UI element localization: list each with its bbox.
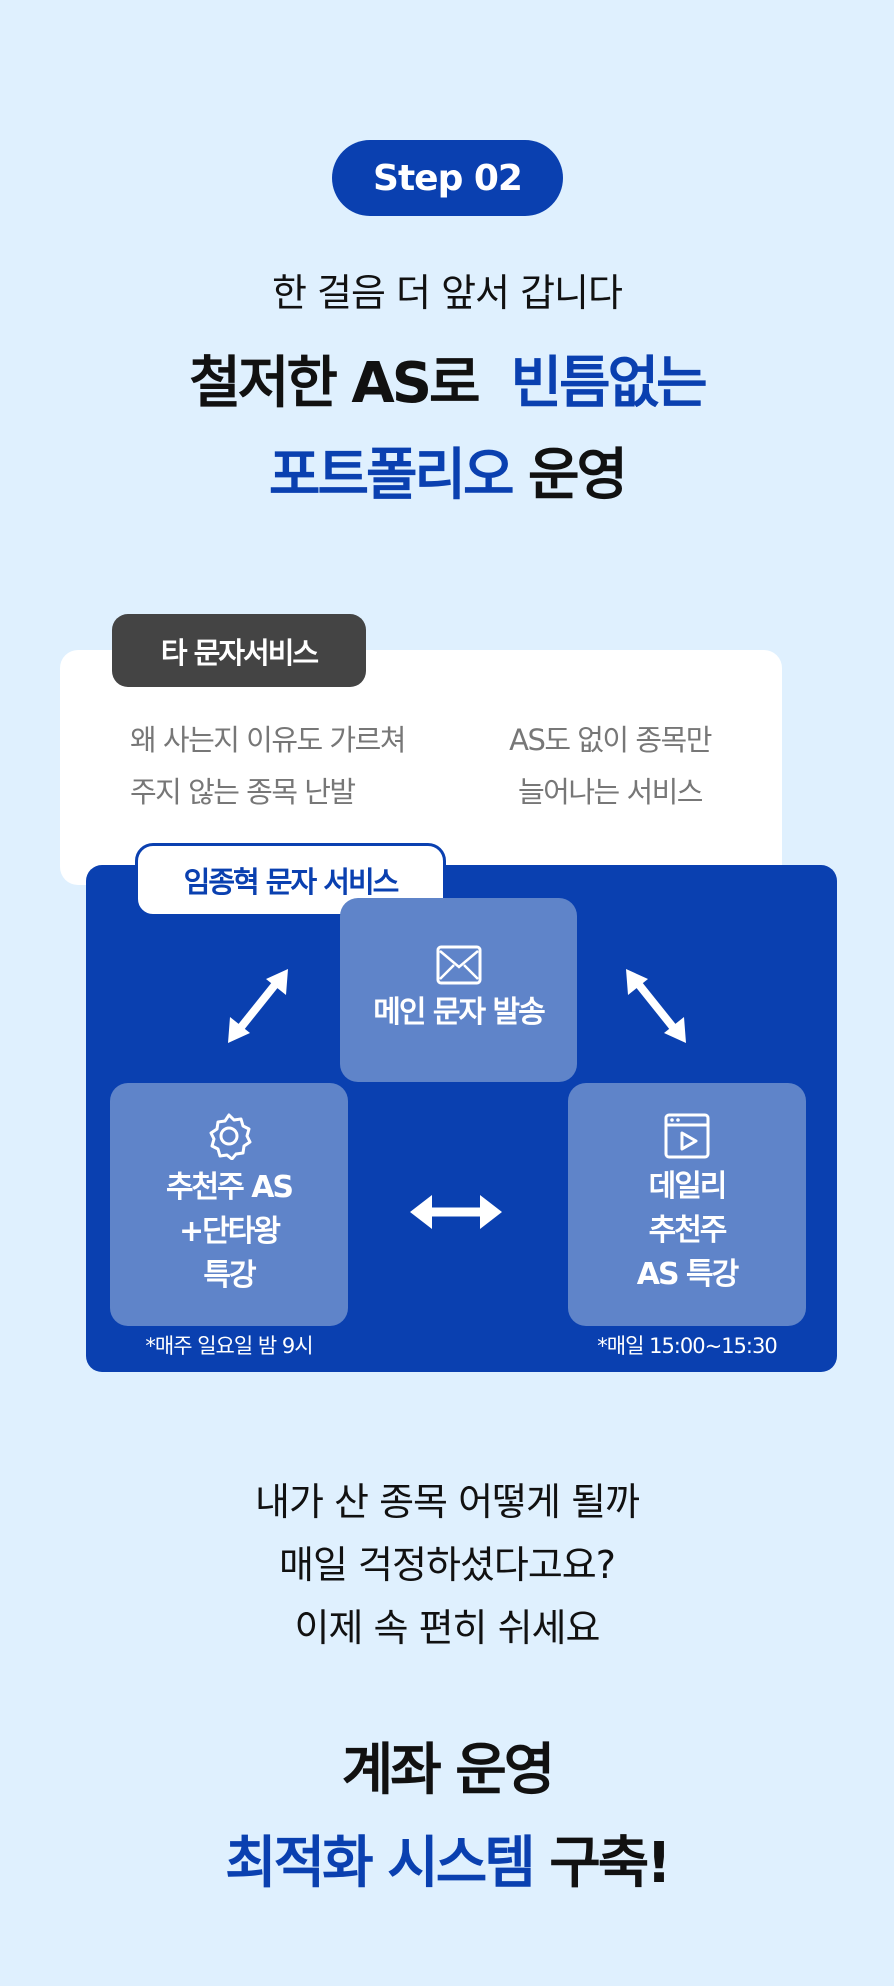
title-blue: 빈틈없는 [510, 351, 708, 416]
point-line: 늘어나는 서비스 [518, 775, 703, 809]
double-arrow-icon [626, 969, 686, 1043]
title-line-2: 포트폴리오 운영 [0, 430, 894, 511]
other-services-label: 타 문자서비스 [112, 614, 366, 687]
footer-line: 매일 걱정하셨다고요? [279, 1543, 616, 1587]
daily-as-box: 데일리 추천주 AS 특강 [568, 1083, 806, 1326]
main-message-box: 메인 문자 발송 [340, 898, 577, 1082]
point-line: 왜 사는지 이유도 가르쳐 [130, 723, 406, 757]
box-line: 특강 [203, 1257, 256, 1293]
point-line: AS도 없이 종목만 [509, 723, 712, 757]
subtitle: 한 걸음 더 앞서 갑니다 [272, 271, 623, 315]
footer-line: 이제 속 편히 쉬세요 [294, 1606, 601, 1650]
double-arrow-icon [228, 969, 288, 1043]
footer-title-blue: 최적화 시스템 [225, 1831, 536, 1896]
footer-text: 내가 산 종목 어떻게 될까 매일 걱정하셨다고요? 이제 속 편히 쉬세요 [0, 1471, 894, 1660]
video-window-icon [664, 1113, 710, 1158]
right-schedule-note: *매일 15:00~15:30 [597, 1334, 777, 1358]
other-point-1: 왜 사는지 이유도 가르쳐 주지 않는 종목 난발 [130, 714, 406, 818]
double-arrow-icon [410, 1195, 502, 1229]
other-point-2: AS도 없이 종목만 늘어나는 서비스 [490, 714, 730, 818]
box-line: +단타왕 [179, 1213, 281, 1249]
recommend-as-box: 추천주 AS +단타왕 특강 [110, 1083, 348, 1326]
title-blue: 포트폴리오 [268, 443, 515, 508]
envelope-icon [436, 945, 481, 985]
title-line-1: 철저한 AS로 빈틈없는 [0, 338, 894, 419]
point-line: 주지 않는 종목 난발 [130, 775, 356, 809]
footer-title-2: 최적화 시스템 구축! [0, 1818, 894, 1899]
left-schedule-note: *매주 일요일 밤 9시 [145, 1334, 313, 1358]
footer-title-black: 구축! [549, 1831, 672, 1896]
step-badge: Step 02 [332, 140, 563, 216]
gear-icon [209, 1113, 252, 1160]
title-black: 운영 [528, 443, 628, 508]
footer-line: 내가 산 종목 어떻게 될까 [255, 1480, 640, 1524]
box-line: 추천주 [648, 1212, 728, 1248]
main-message-text: 메인 문자 발송 [373, 995, 545, 1030]
footer-title-1: 계좌 운영 [341, 1738, 556, 1803]
box-line: AS 특강 [636, 1256, 739, 1292]
box-line: 추천주 AS [165, 1169, 294, 1205]
box-line: 데일리 [648, 1168, 728, 1204]
title-black: 철저한 AS로 [189, 351, 480, 416]
